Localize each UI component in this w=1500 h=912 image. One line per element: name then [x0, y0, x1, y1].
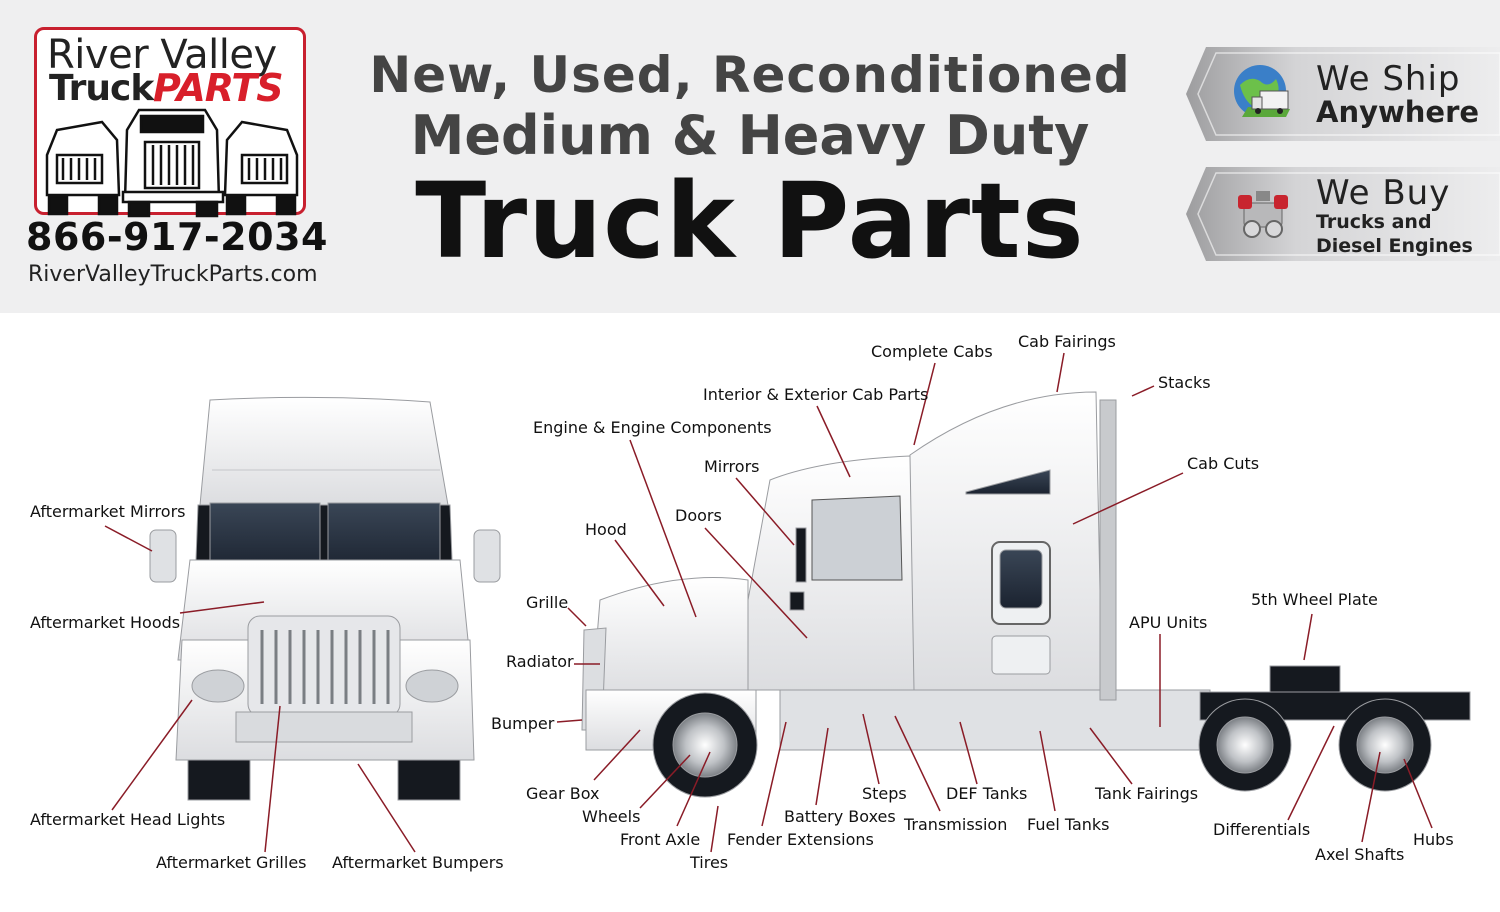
- badge-arrow-background: [1186, 167, 1500, 261]
- label-5th-wheel-plate[interactable]: 5th Wheel Plate: [1251, 590, 1378, 609]
- headline-line1: New, Used, Reconditioned: [369, 46, 1131, 104]
- logo-name-parts: PARTS: [153, 66, 284, 110]
- label-aftermarket-grilles[interactable]: Aftermarket Grilles: [156, 853, 307, 872]
- label-wheels[interactable]: Wheels: [582, 807, 641, 826]
- label-radiator[interactable]: Radiator: [506, 652, 574, 671]
- label-grille[interactable]: Grille: [526, 593, 569, 612]
- truck-parts-diagram: Aftermarket Mirrors Aftermarket Hoods Af…: [0, 313, 1500, 912]
- label-differentials[interactable]: Differentials: [1213, 820, 1311, 839]
- header-banner: River Valley Truck PARTS: [0, 0, 1500, 313]
- side-view-truck: [581, 391, 1471, 798]
- globe-truck-icon: [1234, 65, 1290, 117]
- ship-subtitle: Anywhere: [1316, 95, 1480, 129]
- label-steps[interactable]: Steps: [862, 784, 907, 803]
- logo-name-truck: Truck: [49, 68, 154, 109]
- label-stacks[interactable]: Stacks: [1158, 373, 1211, 392]
- we-buy-badge[interactable]: We Buy Trucks and Diesel Engines: [1186, 167, 1500, 261]
- label-def-tanks[interactable]: DEF Tanks: [946, 784, 1028, 803]
- leader-lines: [104, 352, 1433, 853]
- label-complete-cabs[interactable]: Complete Cabs: [871, 342, 993, 361]
- label-battery-boxes[interactable]: Battery Boxes: [784, 807, 896, 826]
- label-interior-exterior-cab-parts[interactable]: Interior & Exterior Cab Parts: [703, 385, 929, 404]
- label-front-axle[interactable]: Front Axle: [620, 830, 701, 849]
- label-aftermarket-mirrors[interactable]: Aftermarket Mirrors: [30, 502, 186, 521]
- label-engine-components[interactable]: Engine & Engine Components: [533, 418, 772, 437]
- label-aftermarket-hoods[interactable]: Aftermarket Hoods: [30, 613, 181, 632]
- phone-number[interactable]: 866-917-2034: [26, 215, 328, 259]
- label-hubs[interactable]: Hubs: [1413, 830, 1454, 849]
- engine-icon: [1238, 191, 1288, 238]
- label-tank-fairings[interactable]: Tank Fairings: [1095, 784, 1199, 803]
- logo-name-line1: River Valley: [47, 32, 277, 78]
- buy-subtitle-line1: Trucks and: [1316, 211, 1432, 233]
- ship-title: We Ship: [1316, 59, 1461, 99]
- label-transmission[interactable]: Transmission: [904, 815, 1008, 834]
- label-fuel-tanks[interactable]: Fuel Tanks: [1027, 815, 1110, 834]
- label-tires[interactable]: Tires: [690, 853, 729, 872]
- label-doors[interactable]: Doors: [675, 506, 722, 525]
- front-view-truck: [149, 396, 501, 801]
- label-bumper[interactable]: Bumper: [491, 714, 555, 733]
- label-hood[interactable]: Hood: [585, 520, 627, 539]
- label-axel-shafts[interactable]: Axel Shafts: [1315, 845, 1405, 864]
- label-gear-box[interactable]: Gear Box: [526, 784, 600, 803]
- buy-title: We Buy: [1316, 173, 1451, 213]
- label-fender-extensions[interactable]: Fender Extensions: [727, 830, 874, 849]
- truck-illustrations: [104, 352, 1471, 853]
- brand-logo[interactable]: River Valley Truck PARTS: [34, 27, 306, 218]
- headline-line2: Medium & Heavy Duty: [410, 104, 1090, 167]
- label-cab-fairings[interactable]: Cab Fairings: [1018, 332, 1116, 351]
- label-mirrors[interactable]: Mirrors: [704, 457, 760, 476]
- label-aftermarket-head-lights[interactable]: Aftermarket Head Lights: [30, 810, 226, 829]
- label-apu-units[interactable]: APU Units: [1129, 613, 1208, 632]
- label-aftermarket-bumpers[interactable]: Aftermarket Bumpers: [332, 853, 504, 872]
- ship-anywhere-badge[interactable]: We Ship Anywhere: [1186, 47, 1500, 141]
- website-link[interactable]: RiverValleyTruckParts.com: [28, 262, 318, 287]
- logo-trucks-icon: [45, 108, 299, 218]
- headline-title: Truck Parts: [415, 160, 1085, 282]
- label-cab-cuts[interactable]: Cab Cuts: [1187, 454, 1260, 473]
- buy-subtitle-line2: Diesel Engines: [1316, 235, 1473, 257]
